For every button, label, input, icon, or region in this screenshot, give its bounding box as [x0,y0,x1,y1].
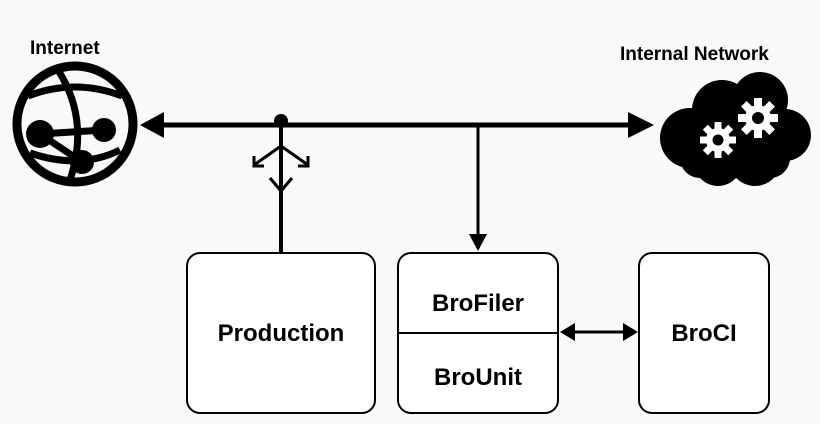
arrow-to-internet [140,112,164,138]
junction-dot [274,114,288,128]
cloud-gears-icon [660,72,811,186]
arrow-to-test-box [560,323,575,341]
brounit-label: BroUnit [434,364,522,391]
test-tools-node: BroFiler BroUnit [397,252,559,414]
broci-label: BroCI [671,320,737,347]
production-label: Production [217,320,345,347]
test-tools-divider [399,332,557,334]
broci-node: BroCI [638,252,770,414]
globe-icon [12,61,138,187]
traffic-splitter-icon [252,144,310,194]
arrow-to-brofiler [469,234,487,251]
arrow-to-broci [623,323,638,341]
brofiler-label: BroFiler [431,290,524,317]
internet-label: Internet [30,38,100,59]
arrow-to-internal-network [628,112,654,138]
production-node: Production [186,252,376,414]
internal-network-label: Internal Network [620,44,769,65]
